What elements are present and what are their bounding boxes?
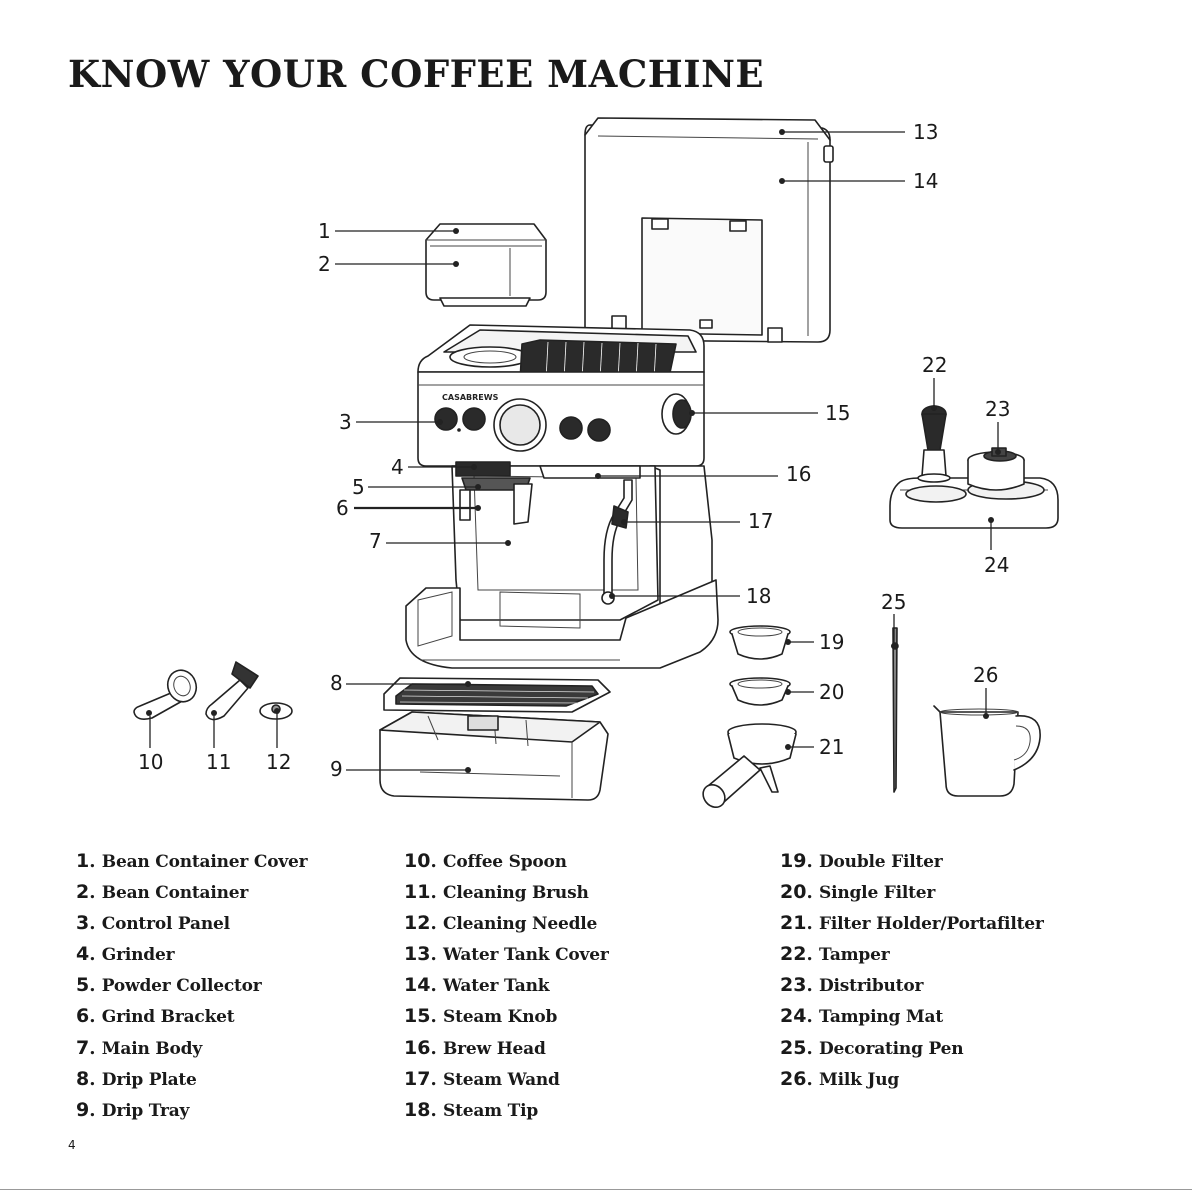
legend-item: 13. Water Tank Cover [404, 943, 609, 966]
parts-legend-column-1: 1. Bean Container Cover 2. Bean Containe… [76, 850, 308, 1130]
bottom-divider [0, 1189, 1192, 1190]
leader-lines [149, 129, 1001, 773]
water-tank-illustration [584, 117, 834, 343]
legend-item: 24. Tamping Mat [780, 1005, 944, 1028]
page-title: KNOW YOUR COFFEE MACHINE [68, 52, 765, 96]
legend-item: 26. Milk Jug [780, 1067, 900, 1090]
parts-legend-column-3: 19. Double Filter 20. Single Filter 21. … [780, 850, 1044, 1099]
callout-7: 7 [369, 529, 382, 553]
callout-19: 19 [819, 630, 844, 654]
callout-11: 11 [206, 750, 231, 774]
double-filter-illustration [729, 625, 791, 660]
callout-1: 1 [318, 219, 331, 243]
legend-item: 12. Cleaning Needle [404, 912, 598, 935]
legend-item: 21. Filter Holder/Portafilter [780, 912, 1044, 935]
legend-item: 9. Drip Tray [76, 1098, 190, 1121]
callout-15: 15 [825, 401, 850, 425]
distributor-illustration [967, 447, 1025, 491]
callout-10: 10 [138, 750, 163, 774]
legend-item: 19. Double Filter [780, 850, 943, 872]
machine-body-illustration: CASABREWS [405, 324, 719, 669]
callout-18: 18 [746, 584, 771, 608]
single-filter-illustration [729, 677, 791, 706]
drip-plate-illustration [383, 677, 611, 713]
bean-container-illustration [425, 223, 547, 307]
legend-item: 6. Grind Bracket [76, 1005, 235, 1028]
callout-23: 23 [985, 397, 1010, 421]
callout-13: 13 [913, 120, 938, 144]
portafilter-illustration [702, 723, 797, 809]
coffee-spoon-illustration [133, 669, 198, 720]
callout-25: 25 [881, 590, 906, 614]
legend-item: 4. Grinder [76, 943, 175, 966]
legend-item: 25. Decorating Pen [780, 1036, 964, 1059]
callout-6: 6 [336, 496, 349, 520]
callout-2: 2 [318, 252, 331, 276]
drip-tray-illustration [379, 711, 609, 801]
legend-item: 15. Steam Knob [404, 1005, 558, 1028]
callout-4: 4 [391, 455, 404, 479]
legend-item: 16. Brew Head [404, 1036, 546, 1059]
legend-item: 23. Distributor [780, 974, 924, 997]
legend-item: 3. Control Panel [76, 912, 230, 935]
callout-22: 22 [922, 353, 947, 377]
callout-24: 24 [984, 553, 1009, 577]
callout-5: 5 [352, 475, 365, 499]
legend-item: 11. Cleaning Brush [404, 881, 589, 904]
callout-14: 14 [913, 169, 938, 193]
legend-item: 14. Water Tank [404, 974, 550, 997]
parts-legend-column-2: 10. Coffee Spoon 11. Cleaning Brush 12. … [404, 850, 609, 1130]
callout-numbers: 1 2 3 4 5 6 7 8 9 10 11 12 13 14 15 16 1… [138, 120, 1010, 781]
page-number: 4 [68, 1138, 76, 1152]
callout-16: 16 [786, 462, 811, 486]
legend-item: 7. Main Body [76, 1036, 203, 1059]
callout-26: 26 [973, 663, 998, 687]
callout-21: 21 [819, 735, 844, 759]
legend-item: 2. Bean Container [76, 881, 249, 904]
tamper-illustration [917, 405, 951, 483]
callout-20: 20 [819, 680, 844, 704]
brand-logo: CASABREWS [442, 393, 499, 402]
legend-item: 17. Steam Wand [404, 1067, 560, 1090]
legend-item: 18. Steam Tip [404, 1098, 539, 1121]
callout-9: 9 [330, 757, 343, 781]
callout-17: 17 [748, 509, 773, 533]
legend-item: 1. Bean Container Cover [76, 850, 308, 872]
legend-item: 22. Tamper [780, 943, 890, 966]
legend-item: 20. Single Filter [780, 881, 936, 904]
milk-jug-illustration [933, 705, 1041, 797]
legend-item: 8. Drip Plate [76, 1067, 197, 1090]
callout-8: 8 [330, 671, 343, 695]
legend-item: 10. Coffee Spoon [404, 850, 567, 872]
coffee-machine-diagram: CASABREWS [133, 117, 1059, 809]
callout-12: 12 [266, 750, 291, 774]
legend-item: 5. Powder Collector [76, 974, 262, 997]
cleaning-brush-illustration [205, 661, 259, 721]
decorating-pen-illustration [891, 627, 899, 793]
callout-3: 3 [339, 410, 352, 434]
